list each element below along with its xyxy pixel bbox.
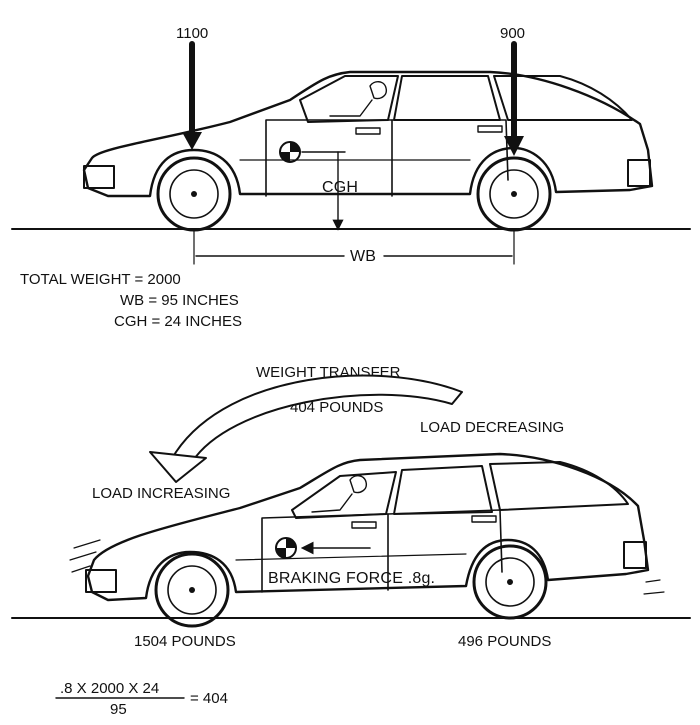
formula-numerator: .8 X 2000 X 24 [60,680,159,697]
wheelbase-label: WB [350,248,376,265]
side-window-rear-bottom [489,461,629,511]
rear-load-label: 900 [500,25,525,42]
car-body [82,70,654,198]
front-load-arrowhead [182,132,202,150]
formula-denominator: 95 [110,701,127,718]
cg-height-label: CGH [322,179,358,196]
body-crease-bottom [235,553,467,561]
cgh-spec-text: CGH = 24 INCHES [114,313,242,330]
rear-wheel-bottom [472,544,548,620]
door-handle-rear [477,125,503,133]
rear-bumper [627,159,651,187]
rear-bumper-bottom [623,541,647,569]
rear-door-bottom [387,509,503,573]
windshield [299,75,399,123]
wheelbase-spec-text: WB = 95 INCHES [120,292,239,309]
car-body-braking [86,452,650,602]
driver-figure-bottom [311,475,368,513]
door-handle-front [355,127,381,135]
center-of-gravity-marker-bottom [275,537,297,559]
total-weight-text: TOTAL WEIGHT = 2000 [20,271,181,288]
top-car [11,70,691,232]
rear-wheel-top [476,156,552,232]
center-of-gravity-marker [279,141,301,163]
driver-figure [329,81,388,117]
motion-lines [69,539,665,595]
door-handle-front-bottom [351,521,377,529]
front-wheel-bottom [154,552,230,628]
rear-load-arrowhead [504,136,524,156]
weight-transfer-arrow [149,374,463,483]
braking-force-label: BRAKING FORCE .8g. [268,570,435,587]
rear-door [391,119,509,181]
side-window-front-bottom [393,465,493,515]
windshield-bottom [291,471,397,519]
front-bumper [83,165,115,189]
side-window-rear [493,75,633,121]
front-bumper-bottom [85,569,117,593]
door-handle-rear-bottom [471,515,497,523]
load-increasing-label: LOAD INCREASING [92,485,230,502]
weight-transfer-value: 404 POUNDS [290,399,383,416]
side-window-front [393,75,501,121]
formula-result: = 404 [190,690,228,707]
bottom-car [11,452,691,628]
front-load-result: 1504 POUNDS [134,633,236,650]
front-load-label: 1100 [176,25,208,42]
load-decreasing-label: LOAD DECREASING [420,419,564,436]
rear-load-result: 496 POUNDS [458,633,551,650]
front-wheel-top [156,156,232,232]
